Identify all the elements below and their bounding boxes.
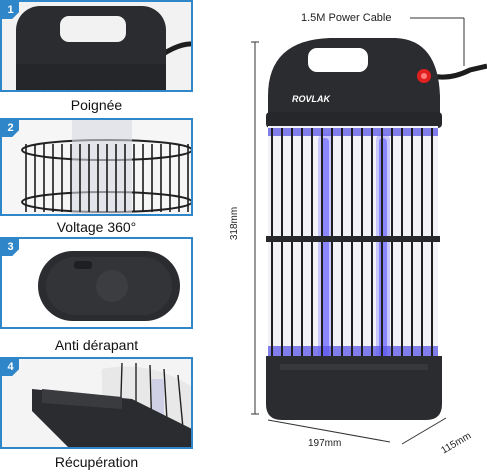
panel-number-badge: 2 <box>2 120 19 137</box>
brand-logo-text: ROVLAK <box>292 94 330 104</box>
power-cable-label: 1.5M Power Cable <box>301 12 392 24</box>
grid-closeup-image <box>2 120 191 214</box>
panel-caption-antislip: Anti dérapant <box>54 337 139 353</box>
depth-dimension-label: 115mm <box>439 430 474 457</box>
handle-closeup-image <box>2 2 191 90</box>
panel-number-badge: 1 <box>2 2 19 19</box>
panel-caption-handle: Poignée <box>70 97 123 113</box>
panel-caption-tray: Récupération <box>54 454 139 470</box>
base-closeup-image <box>2 239 191 327</box>
width-dimension-label: 197mm <box>308 438 342 449</box>
detail-panel-grid: 2 <box>0 118 193 216</box>
detail-panel-tray: 4 <box>0 357 193 449</box>
panel-number-badge: 4 <box>2 359 19 376</box>
panel-number-badge: 3 <box>2 239 19 256</box>
tray-closeup-image <box>2 359 191 447</box>
height-dimension-label: 318mm <box>229 206 241 241</box>
detail-panel-handle: 1 <box>0 0 193 92</box>
panel-caption-voltage: Voltage 360° <box>56 219 137 235</box>
detail-panel-base: 3 <box>0 237 193 329</box>
